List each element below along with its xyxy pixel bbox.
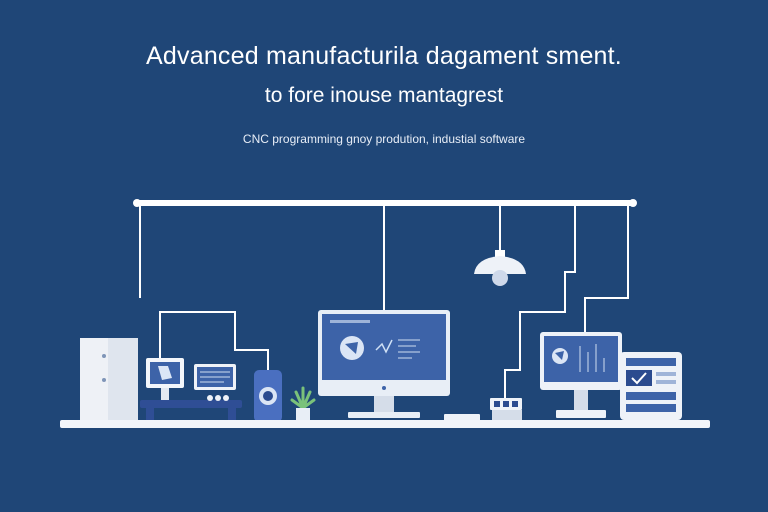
network-switch-icon [444, 398, 522, 422]
speaker-device-icon [254, 370, 282, 422]
network-cables [139, 206, 629, 398]
router-box-icon [194, 364, 236, 401]
tagline: CNC programming gnoy prodution, industia… [242, 132, 526, 146]
potted-plant-icon [290, 386, 316, 420]
server-cabinet-icon [80, 338, 138, 420]
desk-shelf-icon [140, 400, 242, 420]
headline-line-2: to fore inouse mantagrest [264, 84, 504, 107]
pendant-lamp-icon [474, 250, 526, 286]
small-monitor-icon [146, 358, 184, 400]
floor-shelf-line [60, 420, 710, 428]
tablet-panel-icon [620, 352, 682, 420]
ceiling-rail-icon [133, 199, 637, 207]
desktop-monitor-icon [318, 310, 450, 418]
headline-line-1: Advanced manufacturila dagament sment. [146, 42, 622, 70]
workstation-monitor-icon [540, 332, 622, 418]
